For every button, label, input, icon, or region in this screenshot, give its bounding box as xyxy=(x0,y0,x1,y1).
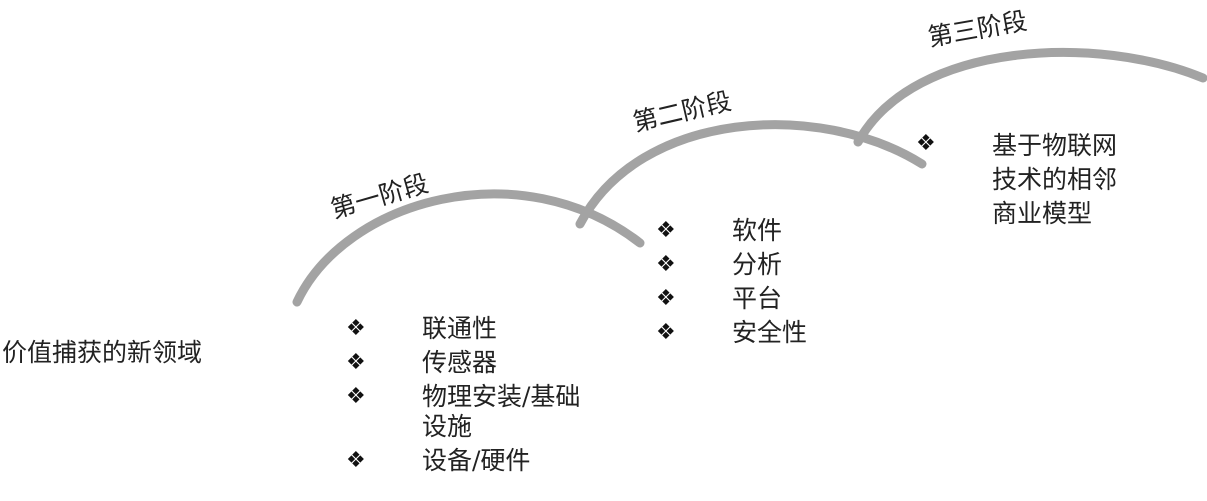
list-item-text: 传感器 xyxy=(422,348,498,377)
stage2-arc xyxy=(575,120,927,229)
list-item-text: 分析 xyxy=(732,250,783,279)
list-item-text: 联通性 xyxy=(422,314,498,343)
diamond-bullet-icon: ❖ xyxy=(916,131,936,156)
stage2-list: ❖ 软件 ❖ 分析 ❖ 平台 ❖ 安全性 xyxy=(656,216,892,352)
list-item-text: 安全性 xyxy=(732,318,808,347)
list-item: ❖ 平台 xyxy=(656,284,892,314)
list-item: ❖ 设备/硬件 xyxy=(346,446,582,476)
stage1-list: ❖ 联通性 ❖ 传感器 ❖ 物理安装/基础设施 ❖ 设备/硬件 xyxy=(346,314,582,480)
diamond-bullet-icon: ❖ xyxy=(656,252,676,277)
list-item: ❖ 基于物联网技术的相邻商业模型 xyxy=(916,129,1124,231)
diamond-bullet-icon: ❖ xyxy=(346,384,366,409)
list-item-text: 物理安装/基础设施 xyxy=(422,382,581,441)
diamond-bullet-icon: ❖ xyxy=(346,350,366,375)
diamond-bullet-icon: ❖ xyxy=(346,448,366,473)
list-item-text: 平台 xyxy=(732,284,783,313)
diamond-bullet-icon: ❖ xyxy=(346,316,366,341)
list-item: ❖ 软件 xyxy=(656,216,892,246)
list-item: ❖ 联通性 xyxy=(346,314,582,344)
stage3-arc xyxy=(853,47,1207,147)
list-item: ❖ 安全性 xyxy=(656,318,892,348)
list-item-text: 基于物联网技术的相邻商业模型 xyxy=(992,131,1118,228)
list-item: ❖ 传感器 xyxy=(346,348,582,378)
list-item: ❖ 分析 xyxy=(656,250,892,280)
main-title: 价值捕获的新领域 xyxy=(2,338,203,367)
diamond-bullet-icon: ❖ xyxy=(656,320,676,345)
diamond-bullet-icon: ❖ xyxy=(656,218,676,243)
list-item-text: 设备/硬件 xyxy=(422,446,531,475)
stage3-list: ❖ 基于物联网技术的相邻商业模型 xyxy=(916,129,1124,235)
list-item: ❖ 物理安装/基础设施 xyxy=(346,382,582,442)
list-item-text: 软件 xyxy=(732,216,783,245)
diamond-bullet-icon: ❖ xyxy=(656,286,676,311)
